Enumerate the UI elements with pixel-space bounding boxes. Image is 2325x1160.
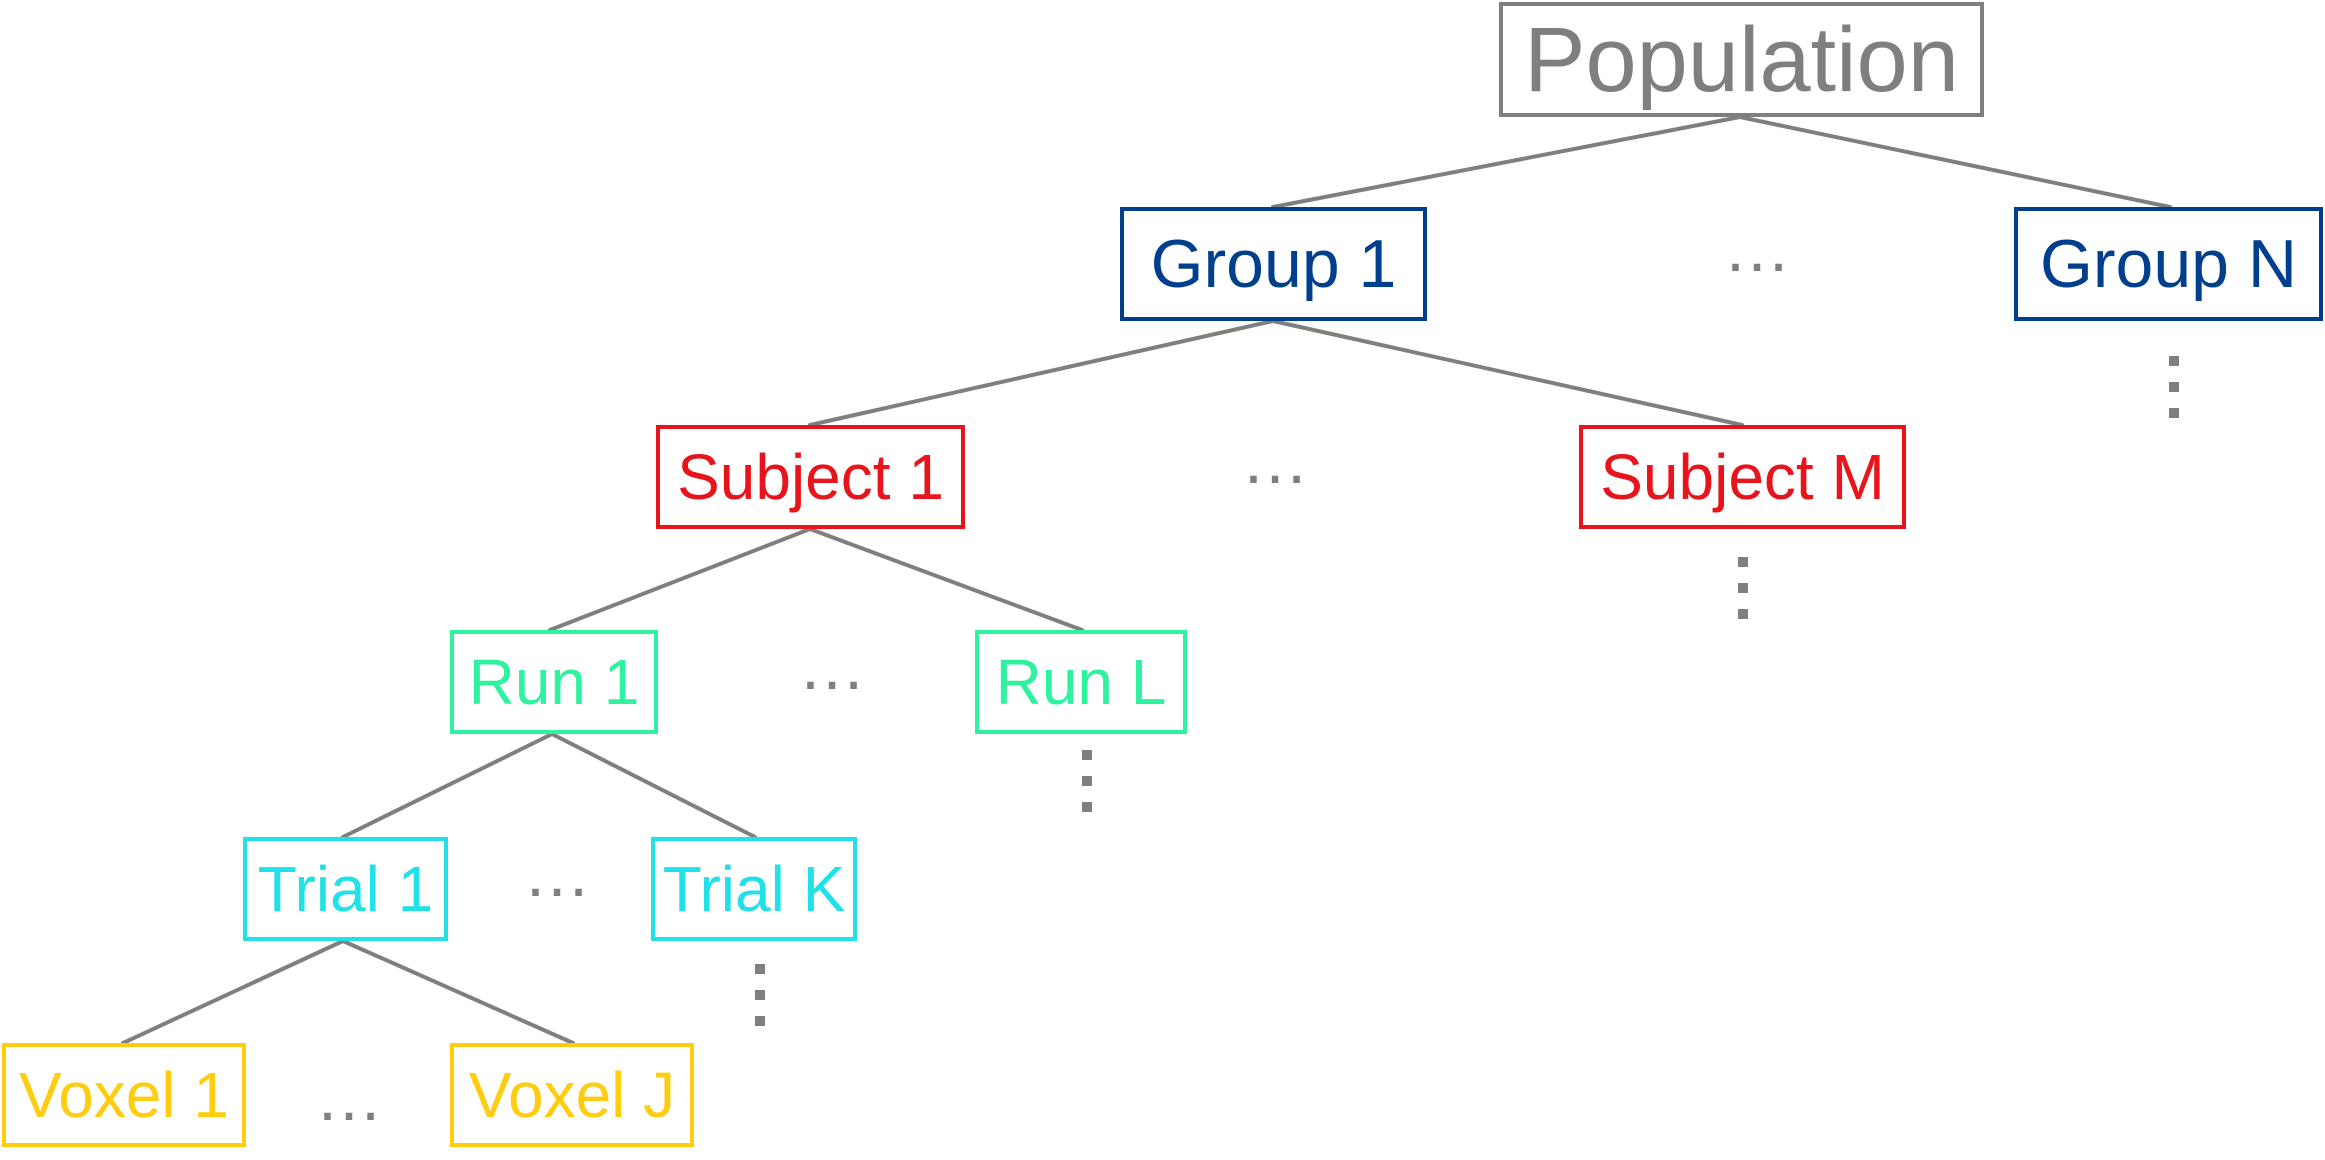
run-1-node: Run 1 — [450, 630, 658, 734]
trial-1-label: Trial 1 — [257, 853, 434, 925]
run-l-label: Run L — [995, 646, 1167, 718]
connector-group-1-subject-m — [1271, 319, 1744, 427]
group-n-node: Group N — [2014, 207, 2323, 321]
vertical-ellipsis-trial-k — [755, 964, 765, 1026]
trial-1-node: Trial 1 — [243, 837, 448, 941]
connector-population-group-n — [1738, 115, 2172, 209]
connector-run-1-trial-k — [550, 732, 757, 839]
voxel-j-label: Voxel J — [468, 1059, 676, 1131]
vertical-ellipsis-subject-m — [1738, 557, 1748, 619]
connector-subject-1-run-1 — [548, 527, 812, 632]
voxel-1-label: Voxel 1 — [19, 1059, 229, 1131]
connector-group-1-subject-1 — [808, 319, 1275, 427]
subject-m-label: Subject M — [1600, 441, 1885, 513]
ellipsis-trials: … — [523, 835, 591, 911]
ellipsis-groups: … — [1723, 210, 1791, 286]
vertical-ellipsis-group-n — [2169, 356, 2179, 418]
subject-1-label: Subject 1 — [677, 441, 944, 513]
connector-trial-1-voxel-j — [341, 939, 575, 1045]
run-l-node: Run L — [975, 630, 1187, 734]
voxel-j-node: Voxel J — [450, 1043, 694, 1147]
connector-group — [121, 115, 2172, 1045]
group-n-label: Group N — [2040, 226, 2297, 302]
subject-1-node: Subject 1 — [656, 425, 965, 529]
run-1-label: Run 1 — [468, 646, 640, 718]
ellipsis-runs: … — [798, 628, 866, 704]
group-1-label: Group 1 — [1150, 226, 1397, 302]
population-node: Population — [1499, 2, 1984, 117]
connector-trial-1-voxel-1 — [121, 939, 345, 1045]
connector-subject-1-run-l — [808, 527, 1084, 632]
ellipsis-voxels: … — [315, 1059, 383, 1135]
trial-k-node: Trial K — [651, 837, 857, 941]
group-1-node: Group 1 — [1120, 207, 1427, 321]
subject-m-node: Subject M — [1579, 425, 1906, 529]
connector-run-1-trial-1 — [341, 732, 554, 839]
connector-population-group-1 — [1271, 115, 1742, 209]
voxel-1-node: Voxel 1 — [2, 1043, 246, 1147]
ellipsis-subjects: … — [1241, 422, 1309, 498]
vertical-ellipsis-run-l — [1082, 750, 1092, 812]
population-label: Population — [1524, 8, 1959, 111]
trial-k-label: Trial K — [662, 853, 846, 925]
